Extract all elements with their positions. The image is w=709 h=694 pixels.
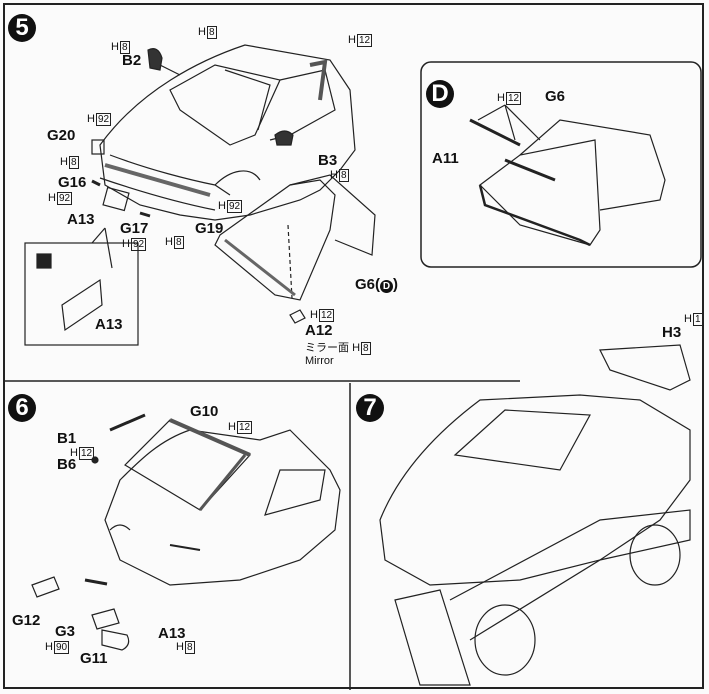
part-g16: G16 <box>58 174 87 191</box>
paint-prefix: H <box>48 192 56 204</box>
paint-prefix: H <box>218 200 226 212</box>
part-g6-detail: G6 <box>545 88 566 105</box>
paint-code: 92 <box>95 113 112 126</box>
paint-prefix: H <box>684 313 692 325</box>
paint-code: 8 <box>338 169 349 182</box>
paint-prefix: H <box>165 236 173 248</box>
paint-code: 92 <box>130 238 147 251</box>
paint-code: 8 <box>119 41 130 54</box>
detail-ref-d: D <box>380 280 394 293</box>
mirror-face-jp: ミラー面 <box>305 342 349 354</box>
part-b6: B6 <box>57 456 77 473</box>
paint-code: 1 <box>692 313 703 326</box>
step-6-badge: 6 <box>8 394 36 422</box>
paint-prefix: H <box>60 156 68 168</box>
part-g20: G20 <box>47 127 76 144</box>
paint-code: 12 <box>505 92 522 105</box>
paint-code: 8 <box>184 641 195 654</box>
step5-window-glass <box>214 174 376 301</box>
step6-car-body <box>31 413 341 651</box>
part-b2: B2 <box>122 52 142 69</box>
part-g19: G19 <box>195 220 224 237</box>
page-frame <box>3 3 704 689</box>
mirror-label: Mirror <box>305 355 334 367</box>
paint-prefix: H <box>330 169 338 181</box>
paint-code: 92 <box>226 200 243 213</box>
paint-prefix: H <box>176 641 184 653</box>
part-a13-rear: A13 <box>158 625 186 642</box>
paint-prefix: H <box>122 238 130 250</box>
paint-prefix: H <box>45 641 53 653</box>
part-h3: H3 <box>662 324 682 341</box>
paint-prefix: H <box>310 309 318 321</box>
paint-prefix: H <box>111 41 119 53</box>
paint-code: 8 <box>206 26 217 39</box>
paint-code: 8 <box>361 342 371 355</box>
part-a12: A12 <box>305 322 333 339</box>
paint-prefix: H <box>87 113 95 125</box>
paint-code: 8 <box>173 236 184 249</box>
paint-code: 8 <box>68 156 79 169</box>
part-a13: A13 <box>67 211 95 228</box>
part-a11: A11 <box>432 150 459 167</box>
paint-prefix: H <box>198 26 206 38</box>
part-g17: G17 <box>120 220 149 237</box>
part-g6: G6(D) <box>355 276 399 293</box>
paint-prefix: H <box>348 34 356 46</box>
detail-d-box <box>420 61 702 268</box>
step7-car-assembly <box>379 344 691 686</box>
paint-prefix: H <box>228 421 236 433</box>
paint-code: 90 <box>53 641 70 654</box>
paint-prefix: H <box>352 342 361 354</box>
part-g3: G3 <box>55 623 76 640</box>
paint-code: 12 <box>318 309 335 322</box>
step-5-badge: 5 <box>8 14 36 42</box>
paint-code: 92 <box>56 192 73 205</box>
part-g12: G12 <box>12 612 41 629</box>
part-b1: B1 <box>57 430 77 447</box>
paint-prefix: H <box>70 447 78 459</box>
part-b3: B3 <box>318 152 338 169</box>
part-a13-detail: A13 <box>95 316 123 333</box>
part-g11: G11 <box>80 650 108 667</box>
paint-code: 12 <box>356 34 373 47</box>
step5-car-body <box>91 44 356 221</box>
paint-prefix: H <box>497 92 505 104</box>
part-g10: G10 <box>190 403 219 420</box>
paint-code: 12 <box>78 447 95 460</box>
detail-d-glass <box>469 104 666 247</box>
step5-a13-inset <box>24 227 306 346</box>
paint-code: 12 <box>236 421 253 434</box>
detail-d-badge: D <box>426 80 454 108</box>
part-g6-label: G6 <box>355 276 376 293</box>
step-7-badge: 7 <box>356 394 384 422</box>
